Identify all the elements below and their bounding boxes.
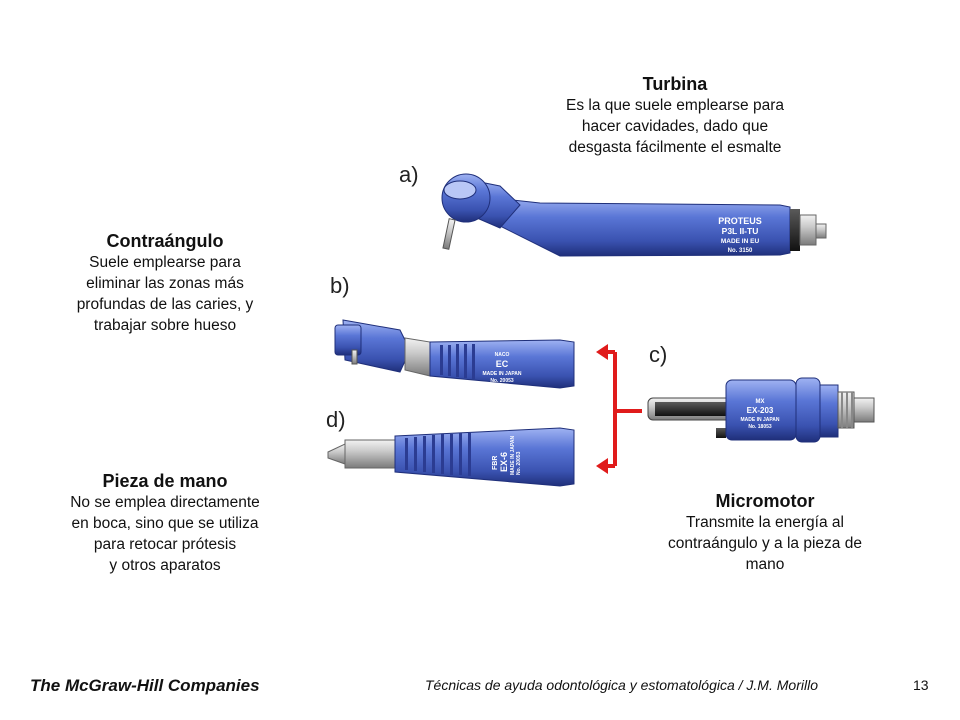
micromotor-line: contraángulo y a la pieza de (668, 535, 862, 552)
turbina-line: desgasta fácilmente el esmalte (568, 139, 782, 156)
turbina-description: Turbina Es la que suele emplearse para h… (530, 73, 820, 158)
contra-serial: No. 20053 (490, 378, 514, 384)
contraangulo-line: Suele emplearse para (89, 254, 241, 271)
micromotor-brand: MX (756, 399, 765, 405)
contra-angle-handpiece: NACO EC MADE IN JAPAN No. 20053 (334, 319, 575, 389)
piece-serial: No. 20053 (516, 451, 522, 475)
book-reference: Técnicas de ayuda odontológica y estomat… (425, 677, 818, 693)
contra-origin: MADE IN JAPAN (482, 371, 521, 377)
contra-model: EC (496, 359, 509, 369)
contraangulo-line: eliminar las zonas más (86, 275, 244, 292)
micromotor-serial: No. 18053 (748, 424, 772, 430)
micromotor-title: Micromotor (715, 491, 815, 511)
micromotor: MX EX-203 MADE IN JAPAN No. 18053 (647, 377, 875, 443)
turbine-brand: PROTEUS (718, 216, 762, 226)
piece-origin: MADE IN JAPAN (510, 436, 516, 475)
turbine-handpiece: PROTEUS P3L II-TU MADE IN EU No. 3150 (441, 173, 827, 257)
contra-grip-rings (440, 344, 475, 379)
pieza-line: en boca, sino que se utiliza (71, 515, 259, 532)
contraangulo-title: Contraángulo (106, 231, 224, 251)
pieza-title: Pieza de mano (102, 471, 228, 491)
page-number: 13 (913, 677, 929, 693)
piece-brand: FBR (492, 456, 499, 470)
turbina-line: hacer cavidades, dado que (581, 118, 769, 135)
contraangulo-line: profundas de las caries, y (76, 296, 254, 313)
label-d: d) (326, 407, 346, 432)
label-b: b) (330, 273, 350, 298)
turbine-origin: MADE IN EU (721, 238, 760, 245)
piece-grip-rings (405, 433, 471, 476)
straight-handpiece: FBR EX-6 MADE IN JAPAN No. 20053 (327, 427, 575, 487)
pieza-line: y otros aparatos (109, 557, 221, 574)
contraangulo-line: trabajar sobre hueso (93, 317, 237, 334)
label-a: a) (399, 162, 419, 187)
contraangulo-description: Contraángulo Suele emplearse para elimin… (40, 230, 290, 336)
contra-brand: NACO (495, 352, 510, 358)
label-c: c) (649, 342, 668, 367)
micromotor-threads (841, 392, 853, 428)
piece-model: EX-6 (499, 452, 509, 472)
micromotor-line: Transmite la energía al (686, 514, 844, 531)
connection-arrows (596, 344, 642, 474)
micromotor-description: Micromotor Transmite la energía al contr… (620, 490, 910, 575)
pieza-description: Pieza de mano No se emplea directamente … (40, 470, 290, 576)
micromotor-origin: MADE IN JAPAN (740, 417, 779, 423)
micromotor-line: mano (745, 556, 785, 573)
turbine-model: P3L II-TU (722, 226, 759, 236)
pieza-line: para retocar prótesis (93, 536, 237, 553)
turbina-line: Es la que suele emplearse para (566, 97, 784, 114)
turbina-title: Turbina (642, 74, 708, 94)
arrow-down-icon (596, 458, 608, 474)
pieza-line: No se emplea directamente (70, 494, 260, 511)
publisher: The McGraw-Hill Companies (30, 676, 260, 695)
micromotor-model: EX-203 (747, 406, 774, 415)
arrow-up-icon (596, 344, 608, 360)
turbine-serial: No. 3150 (728, 248, 753, 254)
